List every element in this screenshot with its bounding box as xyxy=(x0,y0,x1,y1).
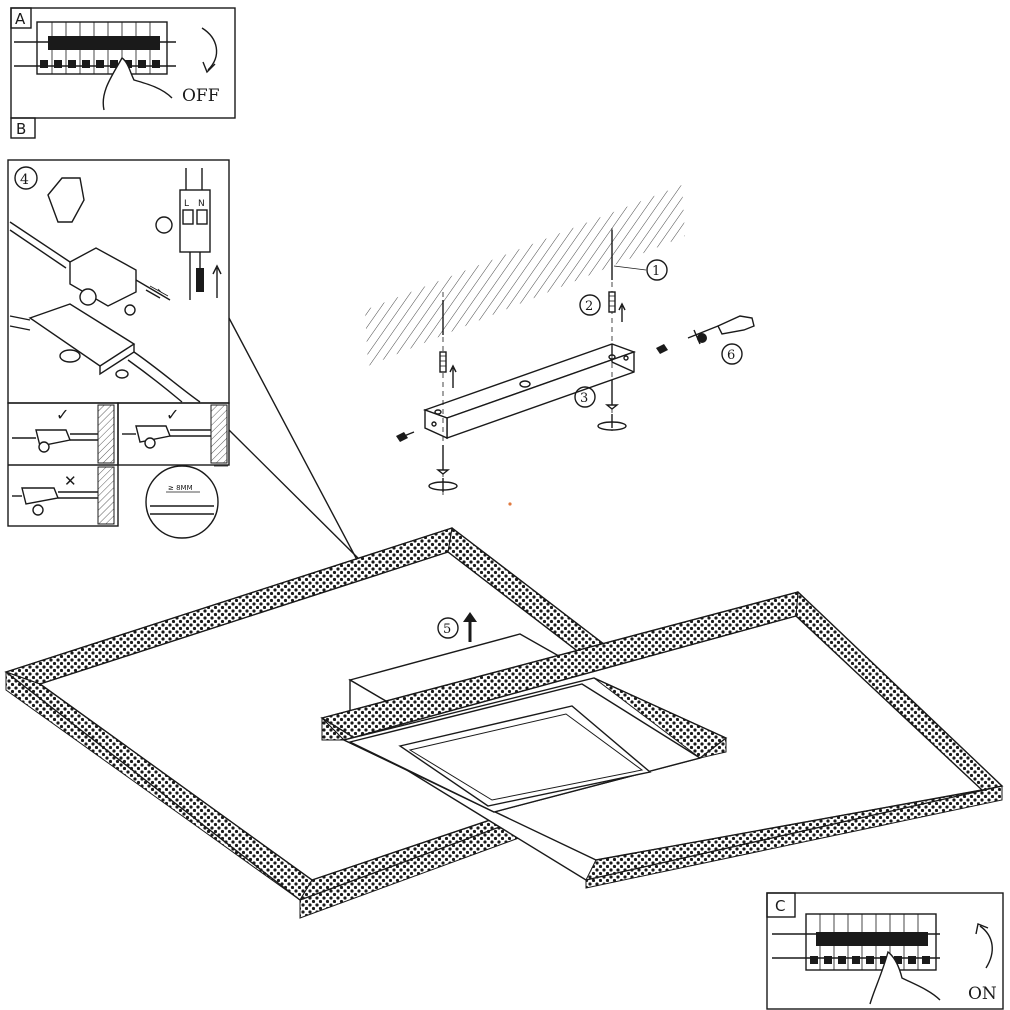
cable-box-icon xyxy=(9,303,201,403)
leader-line-2 xyxy=(228,429,366,566)
wrong-mark: ✕ xyxy=(64,472,77,490)
panel-b: B xyxy=(10,117,36,139)
step-4-number: 4 xyxy=(20,172,29,188)
lamp-body: 5 xyxy=(4,527,1004,919)
panel-a: A OFF xyxy=(10,7,236,119)
rotate-up-arrow-icon xyxy=(979,925,993,969)
panel-a-state-label: OFF xyxy=(182,86,220,106)
step-5-badge: 5 xyxy=(437,612,477,642)
step-6-number: 6 xyxy=(727,348,735,363)
panel-c-letter-box xyxy=(766,892,796,918)
screw-anchor-right xyxy=(597,230,627,431)
breaker-switch-on-icon xyxy=(772,913,940,971)
magnifier-detail xyxy=(145,465,219,539)
step-2-number: 2 xyxy=(585,299,593,314)
panel-c: C ON xyxy=(766,892,1004,1010)
screwdriver-icon xyxy=(687,315,755,345)
correct-mark-1: ✓ xyxy=(56,405,69,424)
ceiling-surface xyxy=(365,185,685,366)
side-screw-left xyxy=(396,431,415,442)
accent-dot xyxy=(508,502,512,506)
rotate-down-arrow-icon xyxy=(201,27,218,71)
step-3-badge: 3 xyxy=(574,386,596,408)
panel-b-letter-box xyxy=(10,117,36,139)
step-4-badge xyxy=(14,166,38,190)
step-1-badge: 1 xyxy=(613,259,668,281)
terminal-block-icon xyxy=(9,177,171,316)
screw-anchor-left xyxy=(428,300,458,492)
strip-length-guide: ✓ ✓ ✕ ≥ 8MM xyxy=(7,402,230,539)
step-2-badge: 2 xyxy=(579,294,601,316)
wiring-inset: 4 L N xyxy=(7,159,230,404)
step-5-number: 5 xyxy=(443,622,451,637)
mounting-bracket xyxy=(422,343,637,440)
hand-on-icon xyxy=(869,950,941,1005)
terminal-label-l: L xyxy=(184,199,189,209)
panel-a-letter: A xyxy=(15,10,26,28)
step-6-badge: 6 xyxy=(721,343,743,365)
alignment-lines xyxy=(442,228,613,495)
strip-length-label: ≥ 8MM xyxy=(168,484,193,492)
panel-c-letter: C xyxy=(775,897,785,915)
terminal-label-n: N xyxy=(198,199,205,209)
breaker-switch-icon xyxy=(14,21,176,75)
step-1-number: 1 xyxy=(652,264,660,279)
panel-b-letter: B xyxy=(16,120,26,138)
panel-a-letter-box xyxy=(10,7,32,29)
lamp-connector-icon: L N xyxy=(155,168,222,300)
hand-icon xyxy=(102,56,173,111)
correct-mark-2: ✓ xyxy=(166,405,179,424)
panel-c-state-label: ON xyxy=(968,984,997,1004)
side-screw-right xyxy=(656,344,668,354)
step-3-number: 3 xyxy=(580,391,588,406)
